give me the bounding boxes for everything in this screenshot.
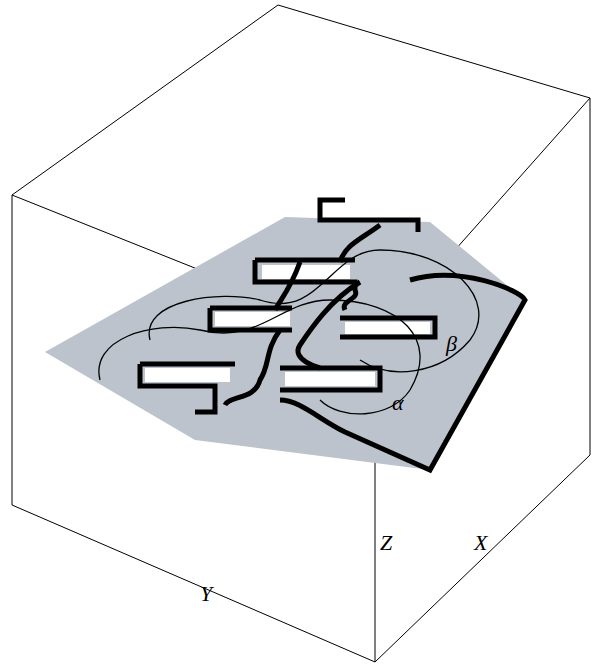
surface-label: α <box>392 392 404 414</box>
thick-curves <box>140 200 525 470</box>
axis-label: Z <box>380 532 392 554</box>
plane-surface <box>45 217 525 470</box>
bounding-box <box>12 5 590 662</box>
thin-loops <box>99 250 479 414</box>
axis-label: X <box>474 532 487 554</box>
surface-label: β <box>446 333 457 355</box>
axis-label: Y <box>200 583 212 605</box>
